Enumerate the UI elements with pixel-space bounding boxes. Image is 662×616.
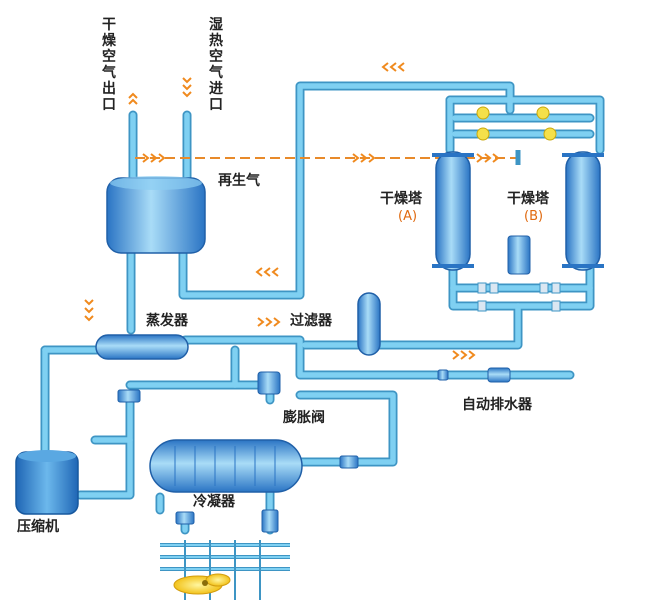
arrow-right-filter <box>257 317 281 327</box>
flow-arrows <box>84 62 500 360</box>
arrow-down-evap <box>84 299 94 322</box>
arrow-right-drain <box>452 350 476 360</box>
auto-drain-label: 自动排水器 <box>462 397 532 413</box>
valve-fittings <box>477 282 561 312</box>
filter-vessel <box>357 292 381 356</box>
arrow-up-outlet <box>128 92 138 105</box>
condenser-vessel <box>149 439 303 493</box>
drying-tower-b <box>562 151 604 271</box>
wet-hot-air-inlet-label: 湿热空气进口 <box>209 17 223 113</box>
small-fittings <box>117 369 449 533</box>
tower-b-sub-label: (B) <box>524 209 544 224</box>
arrow-right-regen-2 <box>352 153 376 163</box>
arrow-right-regen-3 <box>476 153 500 163</box>
arrow-down-inlet <box>182 77 192 98</box>
evaporator-vessel <box>95 334 189 360</box>
compressor-label: 压缩机 <box>17 519 59 535</box>
compressor-tank <box>15 450 79 515</box>
heat-exchanger <box>106 176 206 254</box>
condenser-label: 冷凝器 <box>193 494 235 510</box>
dry-air-outlet-label: 干燥空气出口 <box>102 17 116 113</box>
drying-tower-a <box>432 151 474 271</box>
filter-label: 过滤器 <box>290 313 332 329</box>
condenser-coil <box>160 540 290 600</box>
switching-valves <box>476 106 557 141</box>
expansion-valve-body <box>257 371 281 395</box>
arrow-left-return <box>255 267 279 277</box>
expansion-valve-label: 膨胀阀 <box>283 410 325 426</box>
arrow-right-regen-1 <box>142 153 166 163</box>
regen-gas-label: 再生气 <box>218 173 260 189</box>
evaporator-label: 蒸发器 <box>146 313 188 329</box>
tower-a-label: 干燥塔 <box>380 191 422 207</box>
condenser-fan-icon <box>173 573 231 595</box>
auto-drain-valve <box>487 367 511 383</box>
tower-a-sub-label: (A) <box>398 209 418 224</box>
arrow-left-top <box>381 62 405 72</box>
tower-b-label: 干燥塔 <box>507 191 549 207</box>
center-heater <box>507 235 531 275</box>
